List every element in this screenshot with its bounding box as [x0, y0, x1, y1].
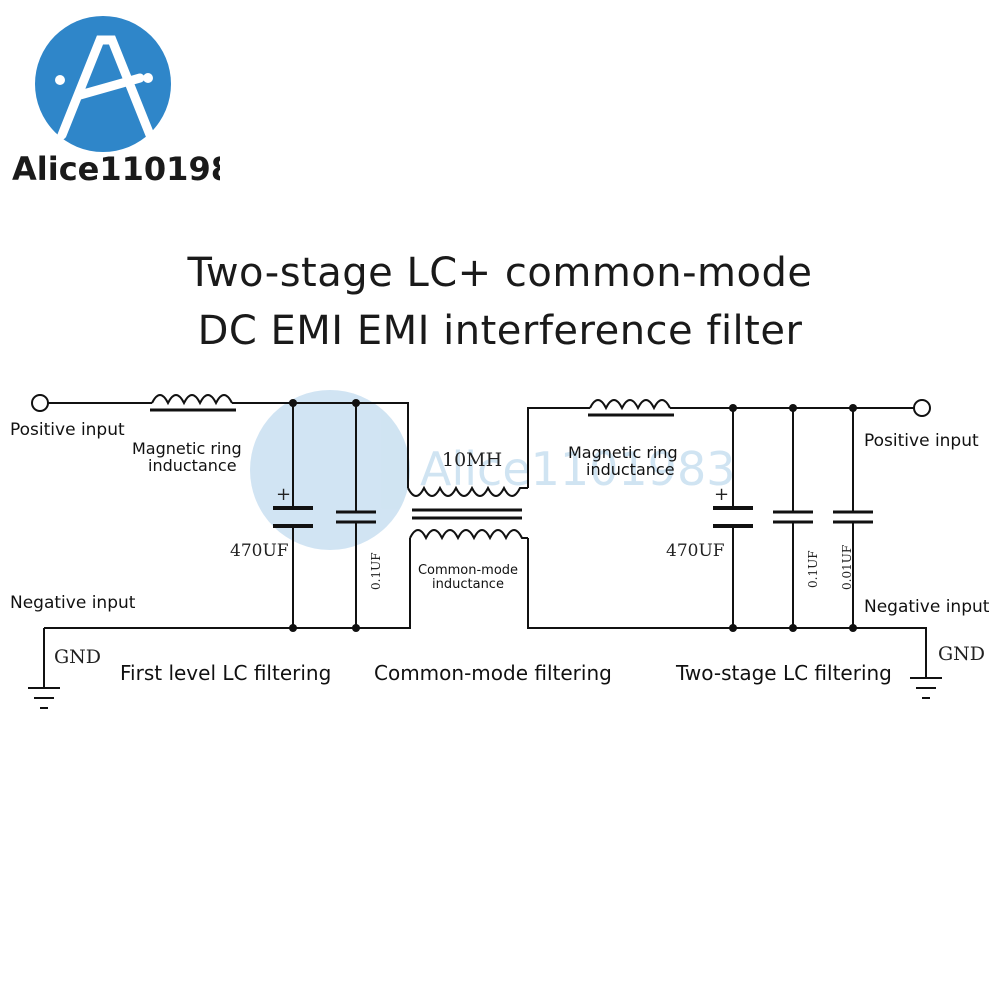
brand-logo: Alice1101983: [12, 16, 220, 188]
common-mode-label-2: inductance: [432, 577, 504, 592]
negative-input-label-left: Negative input: [10, 593, 136, 613]
junction-dot: [789, 624, 797, 632]
watermark: Alice1101983: [250, 390, 736, 550]
junction-dot: [729, 624, 737, 632]
negative-input-label-right: Negative input: [864, 597, 990, 617]
positive-input-label-right: Positive input: [864, 431, 979, 451]
gnd-label-left: GND: [54, 646, 101, 668]
stage-label-common-mode: Common-mode filtering: [374, 661, 612, 685]
gnd-label-right: GND: [938, 643, 985, 665]
common-mode-upper-coil: [407, 485, 528, 497]
common-mode-label-1: Common-mode: [418, 563, 518, 578]
cap-470uf-left-label: 470UF: [230, 541, 289, 561]
title-line-2: DC EMI EMI interference filter: [197, 308, 803, 354]
logo-a-glyph: [57, 35, 155, 140]
magnetic-ring-inductor-right: [589, 399, 671, 411]
wire-ground-left: [44, 538, 411, 629]
cap-01uf-right-label: 0.1UF: [806, 550, 820, 588]
junction-dot: [352, 624, 360, 632]
cap-plus-left: +: [276, 484, 291, 505]
title-line-1: Two-stage LC+ common-mode: [187, 250, 813, 296]
junction-dot: [849, 624, 857, 632]
logo-node-dot: [55, 75, 65, 85]
positive-input-label-left: Positive input: [10, 420, 125, 440]
junction-dot: [289, 624, 297, 632]
wire-positive-right: [527, 407, 590, 488]
cap-470uf-right-label: 470UF: [666, 541, 725, 561]
stage-label-two-stage: Two-stage LC filtering: [675, 661, 892, 685]
logo-text: Alice1101983: [12, 150, 220, 188]
positive-input-terminal-left: [31, 394, 49, 412]
wire-ground-right: [527, 538, 927, 678]
inductor-label-left-2: inductance: [148, 456, 237, 475]
common-mode-value: 10MH: [442, 449, 502, 471]
ground-symbol-left: [28, 628, 60, 709]
positive-input-terminal-right: [913, 399, 931, 417]
inductor-label-left-1: Magnetic ring: [132, 439, 242, 458]
inductor-label-right-2: inductance: [586, 460, 675, 479]
stage-label-first: First level LC filtering: [120, 661, 331, 685]
inductor-label-right-1: Magnetic ring: [568, 443, 678, 462]
magnetic-ring-inductor-left: [151, 394, 233, 406]
logo-node-dot: [143, 73, 153, 83]
cap-plus-right: +: [714, 484, 729, 505]
cap-001uf-right-label: 0.01UF: [840, 545, 854, 590]
common-mode-lower-coil: [409, 529, 528, 541]
cap-01uf-left-label: 0.1UF: [369, 552, 383, 590]
ground-symbol-right: [910, 677, 942, 699]
